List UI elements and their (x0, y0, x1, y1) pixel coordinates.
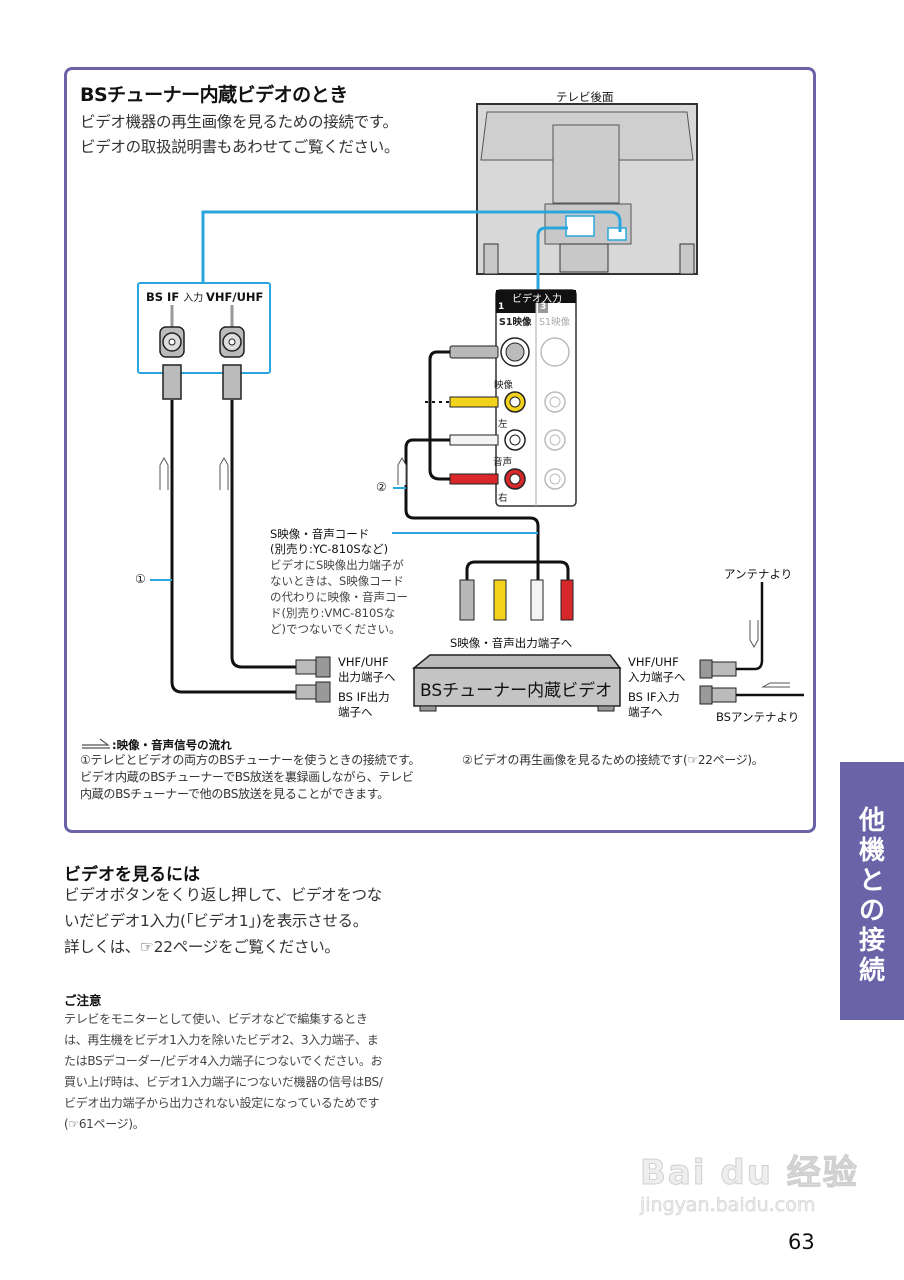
watch-line: いだビデオ1入力(「ビデオ1」)を表示させる。 (64, 912, 368, 930)
vcr-bs-if-in-label: BS IF入力端子へ (628, 690, 680, 719)
caution-line: ビデオ出力端子から出力されない設定になっているためです (64, 1096, 380, 1110)
vcr-bs-if-in-plug (699, 685, 737, 705)
cord-note-model: (別売り:YC-810Sなど) (270, 542, 389, 556)
cord-note-line: ビデオにS映像出力端子が (270, 558, 404, 572)
caution-title: ご注意 (64, 993, 102, 1008)
audio-label: 音声 (493, 457, 513, 468)
intro-line: ビデオの取扱説明書もあわせてご覧ください。 (80, 138, 400, 156)
input-3-number: 3 (540, 302, 547, 312)
vcr-vhf-in-plug (699, 659, 737, 679)
flow-arrow (159, 456, 169, 490)
watch-line: ビデオボタンをくり返し押して、ビデオをつな (64, 886, 382, 904)
watch-section-title: ビデオを見るには (64, 865, 200, 885)
s1-video-label-disabled: S1映像 (539, 317, 571, 328)
caution-line: は、再生機をビデオ1入力を除いたビデオ2、3入力端子、ま (64, 1033, 379, 1047)
terrestrial-antenna-cable (736, 582, 764, 671)
caution-line: (☞61ページ)。 (64, 1117, 145, 1131)
white-plug (449, 434, 499, 446)
legend-arrow-icon (82, 738, 110, 749)
video-input-header: ビデオ入力 (512, 294, 562, 305)
cord-note-title: S映像・音声コード (270, 527, 370, 541)
caution-line: 買い上げ時は、ビデオ1入力端子につないだ機器の信号はBS/ (64, 1075, 383, 1089)
yellow-plug (449, 396, 499, 408)
intro-line: ビデオ機器の再生画像を見るための接続です。 (80, 113, 398, 131)
s-video-plug (449, 345, 499, 359)
watermark-brand: Bai du 经验 (640, 1153, 859, 1194)
caution-line: テレビをモニターとして使い、ビデオなどで編集するとき (64, 1012, 368, 1026)
footnote-1: ①テレビとビデオの両方のBSチューナーを使うときの接続です。ビデオ内蔵のBSチュ… (80, 753, 421, 801)
callout-1: ① (135, 572, 146, 586)
caution-body: テレビをモニターとして使い、ビデオなどで編集するとき は、再生機をビデオ1入力を… (64, 1009, 424, 1135)
video-input-blue-cable (536, 226, 568, 290)
red-plug (449, 473, 499, 485)
audio-cable (404, 438, 540, 580)
cord-note-line: の代わりに映像・音声コー (270, 590, 408, 604)
flow-arrow (761, 682, 790, 688)
legend-text: :映像・音声信号の流れ (112, 738, 232, 752)
chapter-side-tab: 他 機 と の 接 続 (840, 762, 904, 1020)
connection-diagram (82, 103, 804, 749)
vhf-uhf-input-label: VHF/UHF (206, 290, 264, 304)
vhf-uhf-cable (230, 400, 296, 669)
chapter-side-tab-label: 他 機 と の 接 続 (858, 806, 885, 986)
watermark-url: jingyan.baidu.com (640, 1194, 816, 1217)
watch-section-body: ビデオボタンをくり返し押して、ビデオをつな いだビデオ1入力(「ビデオ1」)を表… (64, 882, 382, 960)
terrestrial-antenna-label: アンテナより (724, 567, 793, 581)
s1-video-label: S1映像 (499, 317, 532, 328)
caution-line: たはBSデコーダー/ビデオ4入力端子につないでください。お (64, 1054, 383, 1068)
video-input-panel (495, 289, 577, 507)
vcr-vhf-out-plug (295, 656, 331, 678)
callout-2: ② (376, 480, 387, 494)
bs-antenna-label: BSアンテナより (716, 710, 800, 724)
input-1-number: 1 (498, 302, 505, 312)
watch-line: 詳しくは、☞22ページをご覧ください。 (64, 938, 340, 956)
vcr-s-video-plug (459, 579, 475, 621)
vcr-yellow-plug (493, 579, 507, 621)
bs-if-cable (170, 400, 296, 694)
cord-note-line: ないときは、S映像コード (270, 574, 404, 588)
left-jack-label: 左 (498, 419, 508, 430)
tv-rear-label: テレビ後面 (556, 90, 614, 104)
bs-if-input-label: BS IF 入力 (146, 290, 204, 304)
flow-arrow (397, 456, 407, 485)
page-number: 63 (788, 1230, 815, 1254)
s-video-cable (428, 350, 450, 481)
bs-tuner-vcr (411, 654, 622, 712)
flow-arrow (749, 620, 759, 649)
bs-if-input-jack (159, 305, 185, 400)
cord-note: S映像・音声コード (別売り:YC-810Sなど) ビデオにS映像出力端子が な… (270, 527, 440, 637)
vcr-bs-if-out-label: BS IF出力端子へ (338, 690, 390, 719)
vcr-white-plug (530, 579, 544, 621)
intro-text: ビデオ機器の再生画像を見るための接続です。 ビデオの取扱説明書もあわせてご覧くだ… (80, 110, 400, 160)
vcr-name: BSチューナー内蔵ビデオ (420, 681, 613, 701)
flow-arrow (219, 456, 229, 490)
tv-rear-illustration (476, 103, 698, 275)
baidu-watermark: Bai du 经验 jingyan.baidu.com (640, 1145, 860, 1225)
bs-if-blue-cable (201, 210, 622, 285)
cord-note-line: ど)でつないでください。 (270, 622, 401, 636)
vcr-output-plugs-label: S映像・音声出力端子へ (450, 636, 573, 650)
vcr-bs-if-out-plug (295, 681, 331, 703)
vhf-uhf-input-jack (219, 305, 245, 400)
video-jack-label: 映像 (494, 380, 514, 391)
right-jack-label: 右 (498, 493, 508, 504)
footnote-2: ②ビデオの再生画像を見るための接続です(☞22ページ)。 (462, 753, 764, 767)
vcr-red-plug (560, 579, 574, 621)
section-title: BSチューナー内蔵ビデオのとき (80, 84, 348, 106)
cord-note-line: ド(別売り:VMC-810Sな (270, 606, 396, 620)
